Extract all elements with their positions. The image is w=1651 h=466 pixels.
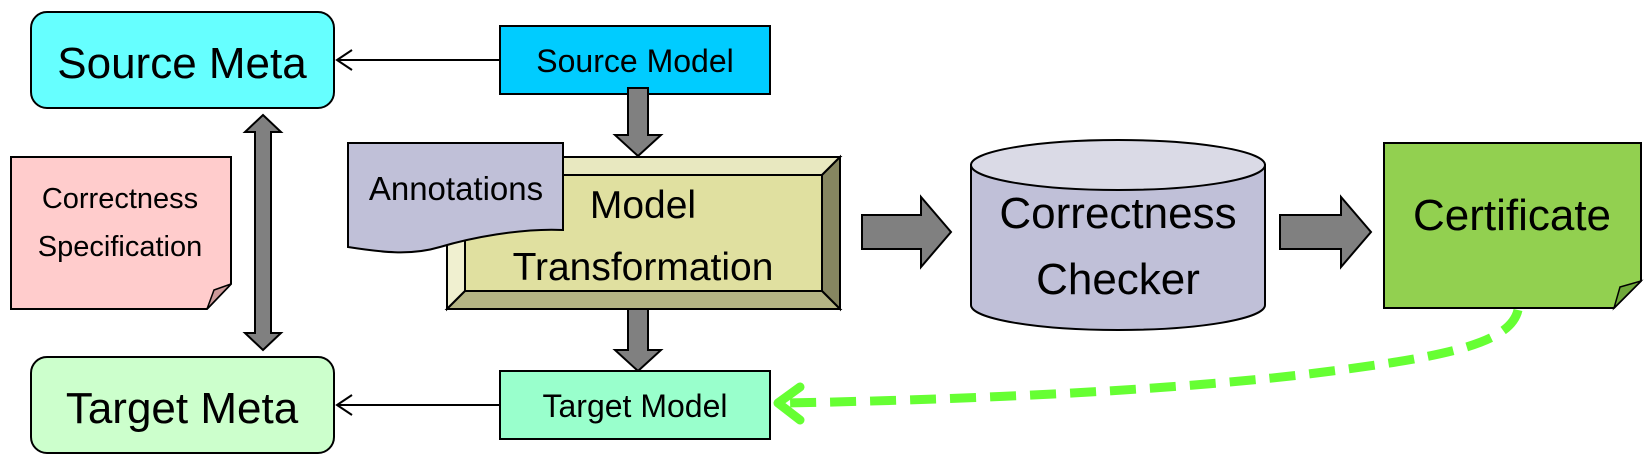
correctness-checker-node[interactable]: Correctness Checker xyxy=(970,139,1266,331)
source-meta-node[interactable]: Source Meta xyxy=(30,11,335,109)
target-model-label: Target Model xyxy=(543,388,728,424)
page-fold-icon xyxy=(206,283,232,310)
correctness-specification-note[interactable]: Correctness Specification xyxy=(10,156,232,310)
certificate-label: Certificate xyxy=(1413,191,1611,240)
edge-target-model-to-target-meta xyxy=(335,394,500,416)
edge-transformation-to-checker xyxy=(861,194,953,270)
source-model-node[interactable]: Source Model xyxy=(499,25,771,95)
source-meta-label: Source Meta xyxy=(57,39,307,88)
edge-transformation-to-target-model xyxy=(612,308,664,373)
annotations-label: Annotations xyxy=(369,170,543,207)
certificate-node[interactable]: Certificate xyxy=(1383,142,1644,311)
source-model-label: Source Model xyxy=(536,43,733,79)
model-transformation-line2: Transformation xyxy=(513,246,774,289)
edge-checker-to-certificate xyxy=(1279,194,1373,270)
correctness-checker-line2: Checker xyxy=(1036,255,1200,304)
edge-source-model-to-transformation xyxy=(612,87,664,158)
target-model-node[interactable]: Target Model xyxy=(499,370,771,440)
edge-source-model-to-source-meta xyxy=(335,49,500,71)
target-meta-label: Target Meta xyxy=(66,384,299,433)
page-fold-icon xyxy=(1612,279,1644,311)
edge-meta-double-arrow xyxy=(242,113,284,352)
correctness-checker-line1: Correctness xyxy=(999,189,1236,238)
model-transformation-line1: Model xyxy=(590,184,696,227)
annotations-node[interactable]: Annotations xyxy=(347,142,564,254)
edge-certificate-to-target-model xyxy=(773,308,1523,425)
correctness-specification-line2: Specification xyxy=(38,231,202,263)
correctness-specification-line1: Correctness xyxy=(42,183,198,215)
target-meta-node[interactable]: Target Meta xyxy=(30,356,335,454)
